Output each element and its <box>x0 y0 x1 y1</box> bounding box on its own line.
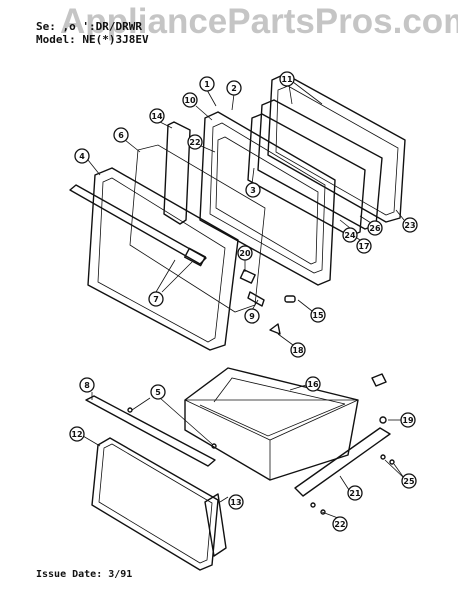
issue-date: Issue Date: 3/91 <box>36 569 133 580</box>
svg-text:7: 7 <box>153 295 159 304</box>
svg-text:11: 11 <box>281 75 293 84</box>
svg-text:22: 22 <box>189 138 200 147</box>
glass-pack <box>247 73 406 237</box>
svg-text:15: 15 <box>312 311 324 320</box>
door-handle <box>69 184 207 267</box>
callout-13: 13 <box>228 494 244 510</box>
door-liner <box>199 111 336 286</box>
svg-text:6: 6 <box>118 131 124 140</box>
svg-text:23: 23 <box>404 221 415 230</box>
callout-24: 24 <box>342 227 358 243</box>
svg-text:20: 20 <box>239 249 251 258</box>
callout-12: 12 <box>69 426 85 442</box>
svg-text:25: 25 <box>403 477 415 486</box>
door-frame <box>87 167 239 351</box>
side-strip <box>163 121 191 225</box>
svg-text:21: 21 <box>349 489 361 498</box>
callout-4: 4 <box>74 148 90 164</box>
callout-8: 8 <box>79 377 95 393</box>
callout-25: 25 <box>401 473 417 489</box>
svg-text:26: 26 <box>369 224 381 233</box>
watermark: AppliancePartsPros.com <box>60 2 458 41</box>
svg-text:10: 10 <box>184 96 196 105</box>
callout-9: 9 <box>244 308 260 324</box>
svg-text:3: 3 <box>250 186 256 195</box>
svg-text:2: 2 <box>231 84 237 93</box>
callout-21: 21 <box>347 485 363 501</box>
callout-22: 22 <box>332 516 348 532</box>
callout-3: 3 <box>245 182 261 198</box>
svg-text:16: 16 <box>307 380 319 389</box>
callout-6: 6 <box>113 127 129 143</box>
callout-18: 18 <box>290 342 306 358</box>
door-glass <box>129 144 266 313</box>
svg-text:14: 14 <box>151 112 163 121</box>
callout-7: 7 <box>148 291 164 307</box>
section-title: Se: ,o ':DR/DRWR <box>36 20 142 33</box>
callout-17: 17 <box>356 238 372 254</box>
svg-text:1: 1 <box>204 80 210 89</box>
drawer-front <box>91 437 227 571</box>
svg-text:9: 9 <box>249 312 255 321</box>
callout-1: 1 <box>199 76 215 92</box>
callout-20: 20 <box>237 245 253 261</box>
svg-text:12: 12 <box>71 430 82 439</box>
svg-text:13: 13 <box>230 498 241 507</box>
svg-text:5: 5 <box>155 388 161 397</box>
page-header: Se: ,o ':DR/DRWR Model: NE(*)3J8EV <box>36 20 149 46</box>
callout-19: 19 <box>400 412 416 428</box>
callout-15: 15 <box>310 307 326 323</box>
hinge-hardware <box>239 269 296 335</box>
callout-10: 10 <box>182 92 198 108</box>
leader-lines <box>82 81 405 519</box>
svg-text:4: 4 <box>79 152 85 161</box>
svg-text:18: 18 <box>292 346 304 355</box>
drawer-handle <box>85 395 216 467</box>
drawer-rail <box>294 427 391 497</box>
callout-22: 22 <box>187 134 203 150</box>
svg-text:22: 22 <box>334 520 345 529</box>
model-line: Model: NE(*)3J8EV <box>36 33 149 46</box>
svg-text:8: 8 <box>84 381 90 390</box>
svg-text:24: 24 <box>344 231 356 240</box>
svg-text:17: 17 <box>358 242 369 251</box>
drawer-body <box>184 367 359 481</box>
callout-26: 26 <box>367 220 383 236</box>
svg-text:19: 19 <box>402 416 414 425</box>
callout-14: 14 <box>149 108 165 124</box>
callout-2: 2 <box>226 80 242 96</box>
callout-5: 5 <box>150 384 166 400</box>
callout-11: 11 <box>279 71 295 87</box>
callout-23: 23 <box>402 217 418 233</box>
callout-16: 16 <box>305 376 321 392</box>
fasteners <box>127 373 395 515</box>
